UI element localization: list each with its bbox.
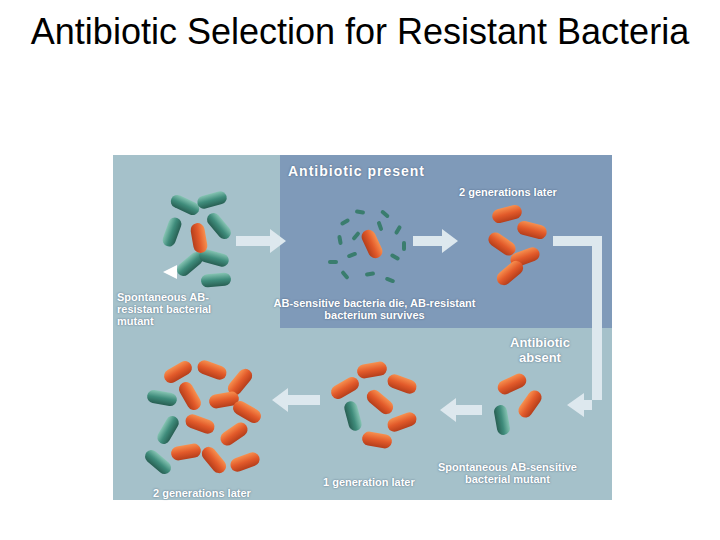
condition-label: Antibiotic absent [500,335,580,365]
resistant-bacterium [329,374,362,401]
resistant-bacterium [359,227,384,260]
resistant-bacterium [516,388,545,421]
dead-fragment [394,225,402,236]
resistant-bacterium [170,443,202,462]
dead-fragment [328,260,338,264]
resistant-bacterium [176,380,203,413]
sensitive-bacterium [155,414,181,446]
sensitive-bacterium [204,210,233,241]
dead-fragment [380,209,390,218]
sensitive-bacterium [161,216,183,249]
sensitive-bacterium [169,193,202,217]
stage-caption: AB-sensitive bacteria die, AB-resistant … [267,297,482,321]
dead-fragment [355,209,366,215]
resistant-bacterium [386,372,419,395]
sensitive-bacterium [343,400,363,432]
dead-fragment [337,235,343,246]
mutant-note: Spontaneous AB-resistant bacterial mutan… [117,291,227,327]
resistant-bacterium [231,398,264,425]
resistant-bacterium [199,444,229,476]
bend-arrow [553,236,602,417]
dead-fragment [347,251,358,258]
resistant-bacterium [364,387,396,417]
resistant-bacterium [229,450,262,473]
stage-caption: 2 generations later [153,487,251,499]
resistant-bacterium [356,361,388,380]
dead-fragment [340,218,351,226]
flow-arrow [413,229,458,253]
sensitive-bacterium [142,447,173,476]
dead-fragment [365,271,376,277]
stage-caption: 1 generation later [323,476,415,488]
dead-fragment [390,253,401,261]
sensitive-bacterium [196,190,228,210]
sensitive-bacterium [146,389,178,407]
slide-title: Antibiotic Selection for Resistant Bacte… [0,10,720,54]
flow-arrow [236,229,286,253]
resistant-bacterium [494,258,526,288]
resistant-bacterium [486,230,519,259]
dead-fragment [402,241,406,251]
resistant-bacterium [196,358,229,381]
dead-fragment [340,270,349,280]
stage-caption: 2 generations later [459,186,557,198]
mutant-note: Spontaneous AB-sensitive bacterial mutan… [420,461,595,485]
resistant-bacterium [495,371,528,396]
resistant-bacterium [218,420,251,449]
dead-fragment [385,276,396,283]
sensitive-bacterium [200,272,231,288]
dead-fragment [351,231,360,241]
resistant-bacterium [361,431,393,450]
resistant-bacterium [386,410,419,433]
panel-ground [113,155,612,500]
pointer-triangle [163,265,177,279]
resistant-bacterium [190,222,209,254]
sensitive-bacterium [493,404,511,436]
resistant-bacterium [184,412,217,435]
resistant-bacterium [516,219,549,240]
resistant-bacterium [491,203,524,224]
flow-arrow [440,398,482,422]
band-heading: Antibiotic present [288,163,425,179]
resistant-bacterium [162,358,195,385]
dead-fragment [376,221,383,232]
flow-arrow [272,388,320,412]
